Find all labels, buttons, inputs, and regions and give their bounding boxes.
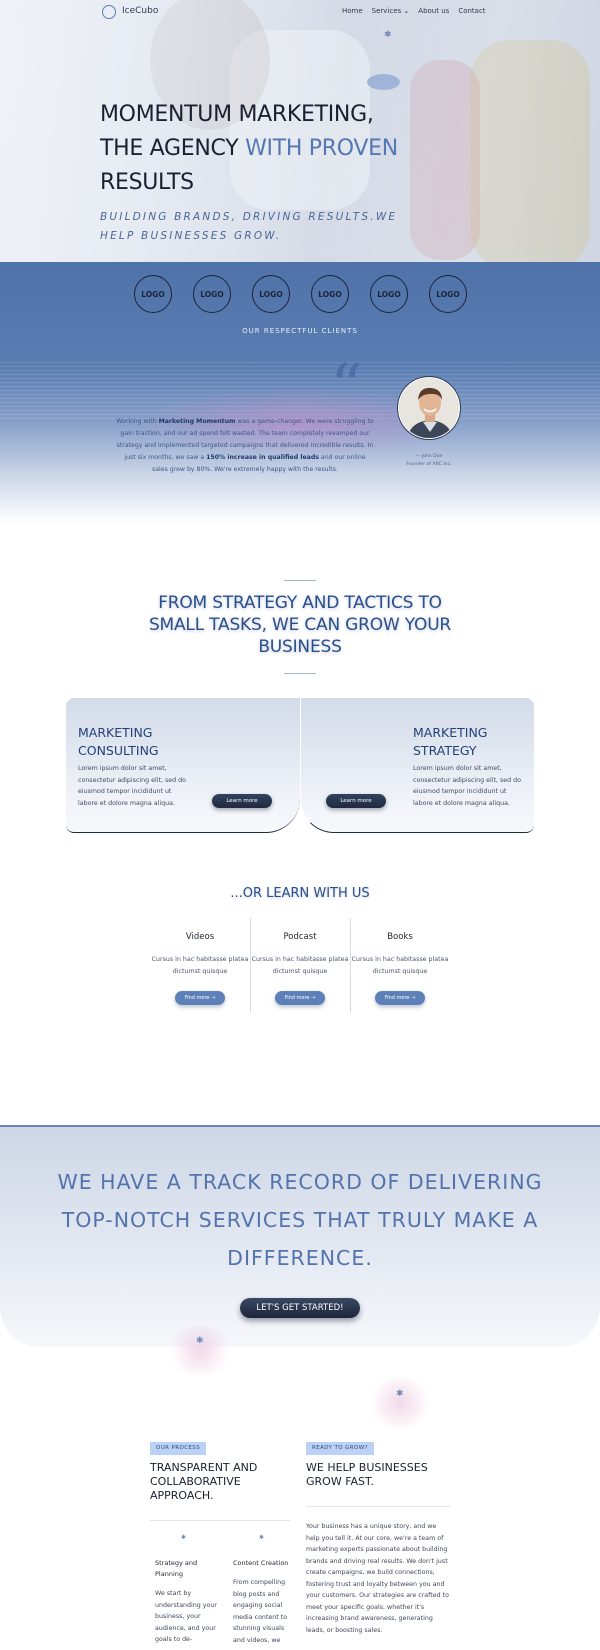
author-name: — John Doe — [415, 454, 443, 459]
grow-title: WE HELP BUSINESSES GROW FAST. — [306, 1461, 428, 1488]
process-step-title: Content Creation — [233, 1559, 289, 1567]
testimonial-author: — John Doe Founder of ABC Inc. — [398, 453, 460, 469]
star-icon: ✱ — [181, 1534, 187, 1541]
testimonial-highlight: Marketing Momentum — [158, 418, 236, 425]
card-marketing-strategy: MARKETING STRATEGY Lorem ipsum dolor sit… — [300, 698, 534, 833]
testimonial-highlight: 150% increase in qualified leads — [206, 454, 319, 461]
nav-link-services-label: Services — [371, 7, 402, 15]
star-icon: ✱ — [384, 30, 392, 40]
strategy-title: FROM STRATEGY AND TACTICS TO SMALL TASKS… — [148, 593, 452, 657]
process-step-title: Strategy and Planning — [155, 1559, 198, 1578]
chevron-down-icon: ⌄ — [401, 7, 410, 15]
service-cards: MARKETING CONSULTING Lorem ipsum dolor s… — [66, 698, 534, 833]
process-step-text: We start by understanding your business,… — [155, 1590, 217, 1643]
nav-link-home[interactable]: Home — [342, 7, 363, 15]
track-record-title: WE HAVE A TRACK RECORD OF DELIVERING TOP… — [57, 1170, 543, 1270]
clients-label: OUR RESPECTFUL CLIENTS — [242, 327, 358, 335]
learn-column-title: Podcast — [283, 932, 317, 942]
grow-tag: READY TO GROW? — [306, 1442, 374, 1455]
learn-more-button[interactable]: Learn more — [212, 794, 272, 808]
card-text: Lorem ipsum dolor sit amet, consectetur … — [413, 765, 521, 807]
process-title: TRANSPARENT AND COLLABORATIVE APPROACH. — [150, 1461, 258, 1502]
testimonial-text: Working with Marketing Momentum was a ga… — [116, 416, 374, 476]
client-logo: LOGO — [193, 275, 231, 313]
client-logo: LOGO — [370, 275, 408, 313]
decor-blob — [365, 1378, 435, 1428]
process-tag: OUR PROCESS — [150, 1442, 207, 1455]
learn-column-videos: Videos Cursus in hac habitasse platea di… — [150, 918, 250, 1013]
brand-logo-icon[interactable] — [102, 5, 116, 19]
divider — [284, 673, 316, 674]
divider — [306, 1506, 450, 1507]
top-nav: IceCubo Home Services ⌄ About us Contact — [0, 0, 600, 26]
hero-title-line-2: THE AGENCY WITH PROVEN — [100, 132, 540, 166]
nav-link-about[interactable]: About us — [418, 7, 450, 15]
learn-column-title: Books — [387, 932, 413, 942]
hero-title: MOMENTUM MARKETING, THE AGENCY WITH PROV… — [100, 98, 540, 200]
quote-icon: “ — [330, 351, 363, 425]
testimonial-part: Working with — [116, 418, 159, 425]
card-text: Lorem ipsum dolor sit amet, consectetur … — [78, 765, 186, 807]
hero-section: ✱ — [0, 0, 600, 262]
client-logo: LOGO — [252, 275, 290, 313]
find-more-button[interactable]: Find more → — [375, 991, 425, 1005]
client-logo: LOGO — [429, 275, 467, 313]
nav-links: Home Services ⌄ About us Contact — [342, 7, 486, 15]
testimonial-part: was a game-changer. We were struggling t… — [116, 418, 374, 461]
decor-blob — [165, 1325, 235, 1375]
find-more-button[interactable]: Find more → — [275, 991, 325, 1005]
divider — [150, 1520, 290, 1521]
learn-column-text: Cursus in hac habitasse platea dictumst … — [351, 956, 449, 975]
learn-column-text: Cursus in hac habitasse platea dictumst … — [151, 956, 249, 975]
star-icon: ✱ — [196, 1336, 204, 1346]
divider — [284, 580, 316, 581]
avatar — [398, 377, 460, 439]
get-started-button[interactable]: LET'S GET STARTED! — [240, 1298, 360, 1318]
learn-more-button[interactable]: Learn more — [326, 794, 386, 808]
nav-link-contact[interactable]: Contact — [458, 7, 486, 15]
client-logos: LOGO LOGO LOGO LOGO LOGO LOGO — [134, 275, 467, 313]
hero-decor-pill — [367, 74, 400, 90]
star-icon: ✱ — [396, 1389, 404, 1399]
process-step-strategy: Strategy and Planning We start by unders… — [155, 1558, 217, 1646]
avatar-portrait — [399, 378, 459, 438]
nav-link-services[interactable]: Services ⌄ — [372, 7, 410, 15]
learn-column-title: Videos — [185, 932, 215, 942]
process-step-content: Content Creation From compelling blog po… — [233, 1558, 295, 1646]
column-divider — [250, 918, 251, 1013]
hero-title-accent: WITH PROVEN — [245, 136, 398, 161]
hero-title-line-1: MOMENTUM MARKETING, — [100, 102, 374, 127]
hero-subtitle: BUILDING BRANDS, DRIVING RESULTS.WE HELP… — [100, 211, 398, 242]
find-more-button[interactable]: Find more → — [175, 991, 225, 1005]
star-icon: ✱ — [259, 1534, 265, 1541]
card-title: MARKETING STRATEGY — [413, 725, 488, 758]
hero-overlay — [0, 0, 600, 262]
card-title: MARKETING CONSULTING — [78, 725, 159, 758]
learn-column-text: Cursus in hac habitasse platea dictumst … — [251, 956, 349, 975]
client-logo: LOGO — [134, 275, 172, 313]
learn-title: ...OR LEARN WITH US — [230, 886, 370, 901]
learn-column-books: Books Cursus in hac habitasse platea dic… — [350, 918, 450, 1013]
card-marketing-consulting: MARKETING CONSULTING Lorem ipsum dolor s… — [66, 698, 300, 833]
brand-name[interactable]: IceCubo — [122, 6, 159, 16]
client-logo: LOGO — [311, 275, 349, 313]
hero-title-line-3: RESULTS — [100, 170, 194, 195]
testimonial-part: and our online sales grew by 80%. We're … — [152, 454, 366, 473]
learn-columns: Videos Cursus in hac habitasse platea di… — [150, 918, 450, 1013]
column-divider — [350, 918, 351, 1013]
hero-title-line-2-a: THE AGENCY — [100, 136, 246, 161]
grow-text: Your business has a unique story, and we… — [306, 1523, 449, 1634]
learn-column-podcast: Podcast Cursus in hac habitasse platea d… — [250, 918, 350, 1013]
process-step-text: From compelling blog posts and engaging … — [233, 1579, 288, 1644]
author-role: Founder of ABC Inc. — [406, 462, 452, 467]
